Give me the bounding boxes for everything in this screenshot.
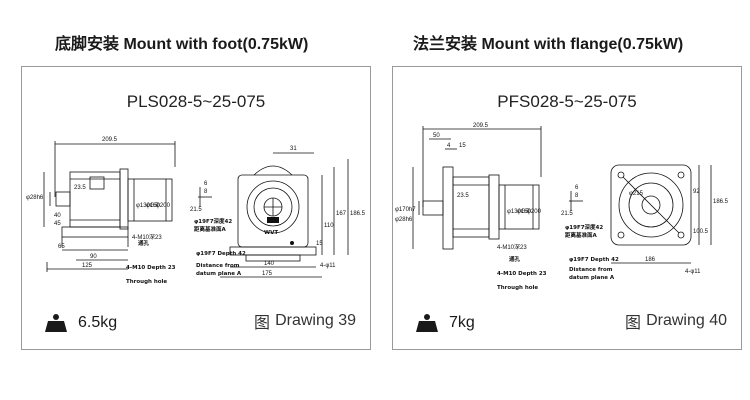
note-text: 通孔: [509, 255, 521, 263]
drawing-label: Drawing 40: [646, 312, 727, 329]
dim-label: 209.5: [102, 137, 118, 143]
weight-info: 6.5kg: [44, 313, 117, 333]
flange-mount-drawing: 209.5 50 4 15 φ170h7 φ28h6 23.5 φ130G7 φ…: [395, 123, 729, 291]
dim-label: 23.5: [457, 193, 469, 199]
weight-icon: [416, 314, 438, 332]
note-text: datum plane A: [196, 271, 242, 277]
dim-label: 125: [82, 263, 93, 269]
dim-label: φ160: [146, 203, 161, 209]
dim-label: 8: [575, 193, 579, 199]
note-text: 4-M10 Depth 23: [497, 271, 547, 277]
dim-label: 6: [575, 185, 579, 191]
dim-label: 175: [262, 271, 273, 277]
note-text: Distance from: [569, 267, 613, 273]
model-number: PFS028-5~25-075: [497, 92, 637, 111]
note-text: 距离基准面A: [565, 231, 598, 239]
drawing-reference: 图 Drawing 39: [254, 309, 356, 333]
model-number: PLS028-5~25-075: [126, 92, 266, 111]
dim-label: φ170h7: [395, 207, 416, 213]
picture-icon: 图: [254, 315, 271, 332]
dim-label: 110: [324, 223, 334, 229]
dim-label: 23.5: [74, 185, 86, 191]
dim-label: 15: [316, 241, 323, 247]
dim-label: 65: [58, 244, 65, 250]
dim-label: φ28h6: [395, 217, 413, 223]
left-section-title: 底脚安装 Mount with foot(0.75kW): [55, 36, 309, 53]
dim-label: 209.5: [473, 123, 489, 129]
picture-icon: 图: [625, 315, 642, 332]
dim-label: 8: [204, 189, 208, 195]
dim-label: 4-M10深23: [132, 233, 162, 241]
dim-label: 92: [693, 189, 700, 195]
dim-label: 15: [459, 143, 466, 149]
flange-mount-panel: PFS028-5~25-075: [392, 66, 742, 350]
drawing-label: Drawing 39: [275, 312, 356, 329]
dim-label: 4-φ11: [685, 269, 701, 275]
note-text: 距离基准面A: [194, 225, 227, 233]
dim-label: 140: [264, 261, 275, 267]
note-text: φ19F7深度42: [565, 223, 603, 231]
dim-label: 6: [204, 181, 208, 187]
dim-label: 45: [54, 221, 61, 227]
right-section-title: 法兰安装 Mount with flange(0.75kW): [413, 36, 684, 53]
note-text: φ19F7 Depth 42: [196, 251, 246, 257]
note-text: 4-M10 Depth 23: [126, 265, 176, 271]
note-text: Through hole: [126, 279, 167, 285]
dim-label: 50: [433, 133, 440, 139]
note-text: Through hole: [497, 285, 538, 291]
dim-label: φ200: [156, 203, 171, 209]
note-text: WVT: [264, 230, 278, 236]
drawing-reference: 图 Drawing 40: [625, 309, 727, 333]
note-text: datum plane A: [569, 275, 615, 281]
foot-mount-panel: PLS028-5~25-075: [21, 66, 371, 350]
dim-label: 31: [290, 146, 297, 152]
dim-label: 186.5: [350, 211, 366, 217]
dim-label: φ160: [517, 209, 532, 215]
dim-label: 90: [90, 254, 97, 260]
weight-value: 7kg: [449, 314, 475, 331]
dim-label: 4-M10深23: [497, 243, 527, 251]
dim-label: 40: [54, 213, 61, 219]
weight-value: 6.5kg: [78, 314, 118, 331]
dim-label: φ28h6: [26, 195, 44, 201]
note-text: Distance from: [196, 263, 240, 269]
dim-label: 186: [645, 257, 656, 263]
dim-label: φ215: [629, 191, 644, 197]
weight-icon: [45, 314, 67, 332]
dim-label: φ130G7: [136, 203, 159, 209]
note-text: 通孔: [138, 239, 150, 247]
dim-label: 100.5: [693, 229, 709, 235]
dim-label: 4-φ11: [320, 263, 336, 269]
foot-mount-drawing: 209.5 φ28h6 23.5 40 45 65 90 125 φ130G7 …: [26, 137, 366, 285]
dim-label: φ130G7: [507, 209, 530, 215]
dim-label: 186.5: [713, 199, 729, 205]
dim-label: φ200: [527, 209, 542, 215]
note-text: φ19F7 Depth 42: [569, 257, 619, 263]
note-text: φ19F7深度42: [194, 217, 232, 225]
dim-label: 4: [447, 143, 451, 149]
dim-label: 167: [336, 211, 347, 217]
dim-label: 21.5: [190, 207, 202, 213]
weight-info: 7kg: [415, 313, 475, 333]
dim-label: 21.5: [561, 211, 573, 217]
